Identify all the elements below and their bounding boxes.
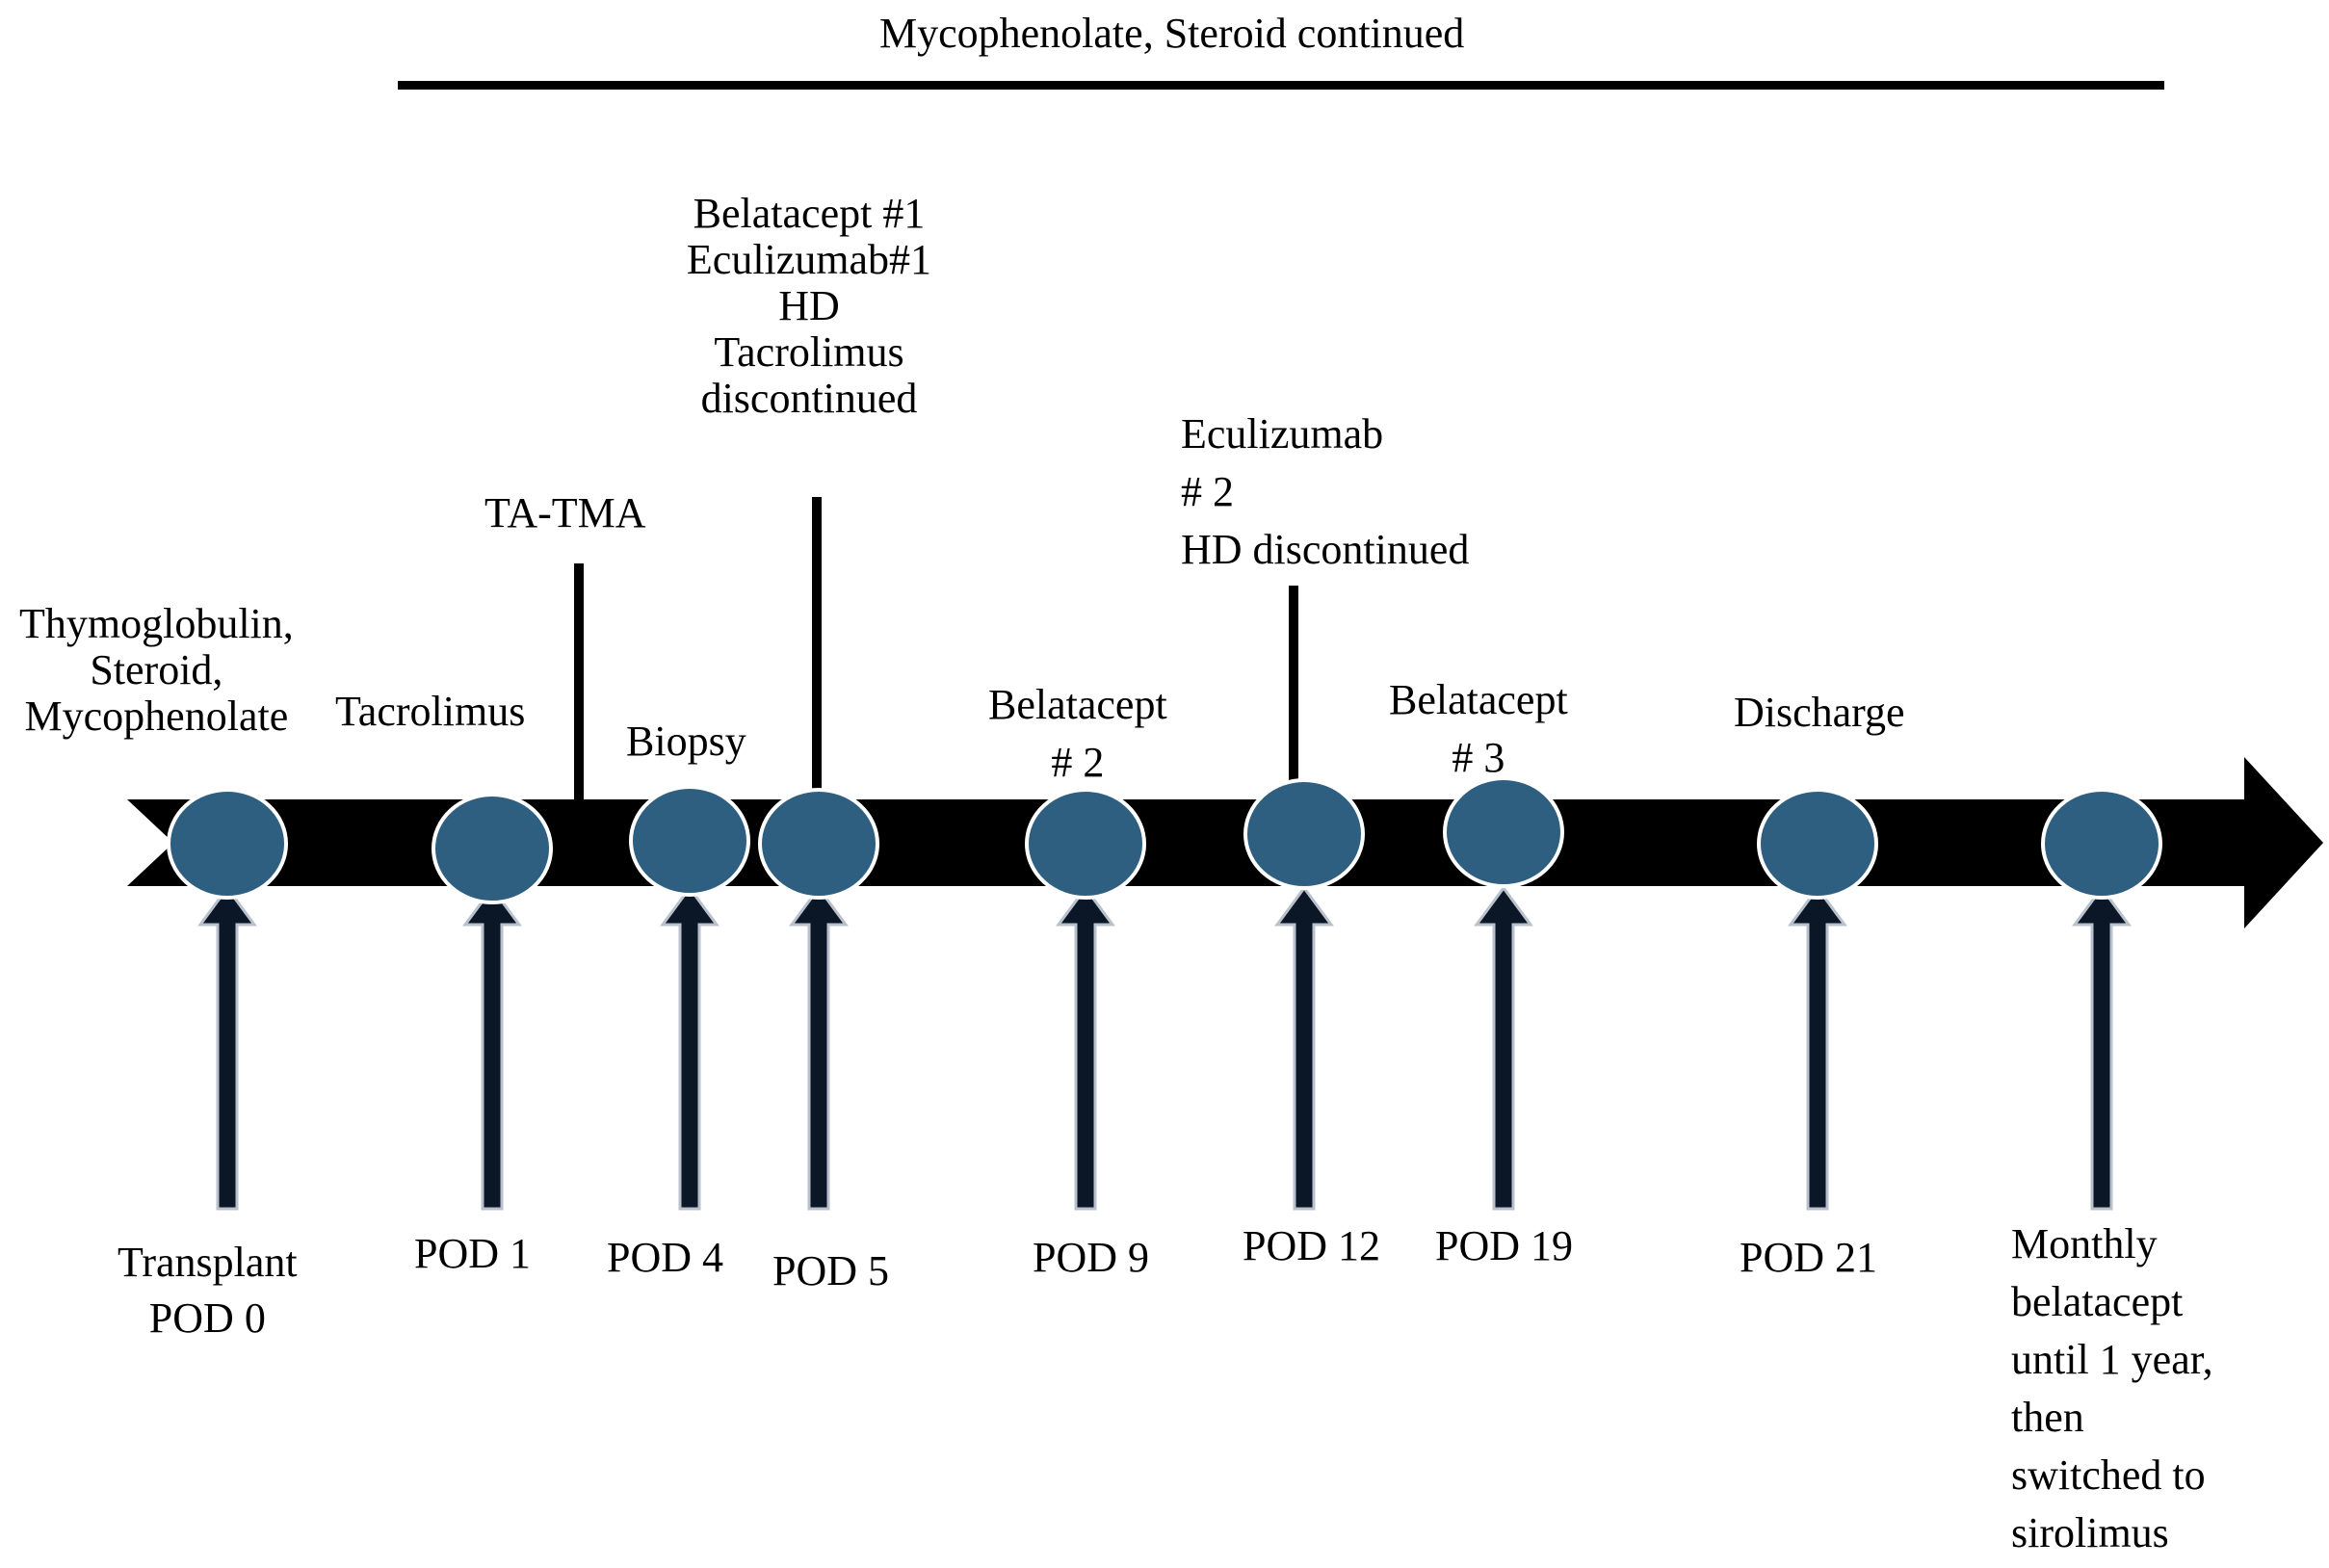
up-arrow-pod21 [1788, 885, 1847, 1211]
event-label-pod1: Tacrolimus [335, 688, 526, 735]
day-label-pod21: POD 21 [1740, 1234, 1878, 1281]
node-pod4 [629, 785, 750, 897]
day-label-monthly: Monthly belatacept until 1 year, then sw… [2011, 1220, 2213, 1556]
day-arrows [197, 885, 2132, 1211]
day-label-pod1: POD 1 [414, 1230, 532, 1277]
up-arrow-pod19 [1474, 885, 1533, 1211]
node-pod0 [167, 788, 288, 900]
up-arrow-pod0 [197, 885, 257, 1211]
ta-tma-label: TA-TMA [484, 489, 646, 536]
node-pod5 [758, 788, 879, 900]
node-pod9 [1025, 788, 1146, 900]
event-label-pod0: Thymoglobulin, Steroid, Mycophenolate [19, 600, 294, 740]
event-label-pod5: Belatacept #1 Eculizumab#1 HD Tacrolimus… [686, 190, 932, 422]
day-label-pod4: POD 4 [607, 1234, 724, 1281]
event-label-pod21: Discharge [1734, 689, 1905, 736]
event-label-pod19: Belatacept # 3 [1389, 676, 1568, 781]
callout-line-ta-tma [574, 563, 584, 799]
day-label-pod5: POD 5 [772, 1247, 890, 1294]
up-arrow-pod1 [462, 885, 522, 1211]
day-label-pod12: POD 12 [1243, 1222, 1381, 1269]
up-arrow-pod5 [789, 885, 849, 1211]
event-label-pod9: Belatacept # 2 [988, 681, 1167, 786]
up-arrow-monthly [2072, 885, 2132, 1211]
up-arrow-pod12 [1274, 885, 1334, 1211]
node-pod12 [1243, 778, 1365, 890]
node-pod21 [1757, 788, 1878, 900]
top-therapy-bar [398, 81, 2164, 90]
event-label-pod12: Eculizumab # 2 HD discontinued [1181, 410, 1470, 573]
callout-line-pod5 [812, 497, 822, 790]
top-therapy-label: Mycophenolate, Steroid continued [879, 10, 1465, 57]
node-pod19 [1443, 776, 1564, 888]
node-monthly [2041, 788, 2162, 900]
day-label-pod0: Transplant POD 0 [118, 1239, 298, 1342]
day-label-pod19: POD 19 [1435, 1222, 1574, 1269]
up-arrow-pod9 [1056, 885, 1115, 1211]
event-nodes [167, 776, 2162, 904]
node-pod1 [432, 793, 553, 904]
callout-line-pod12 [1289, 586, 1298, 790]
day-label-pod9: POD 9 [1033, 1234, 1150, 1281]
up-arrow-pod4 [660, 885, 720, 1211]
event-label-pod4: Biopsy [626, 718, 746, 765]
